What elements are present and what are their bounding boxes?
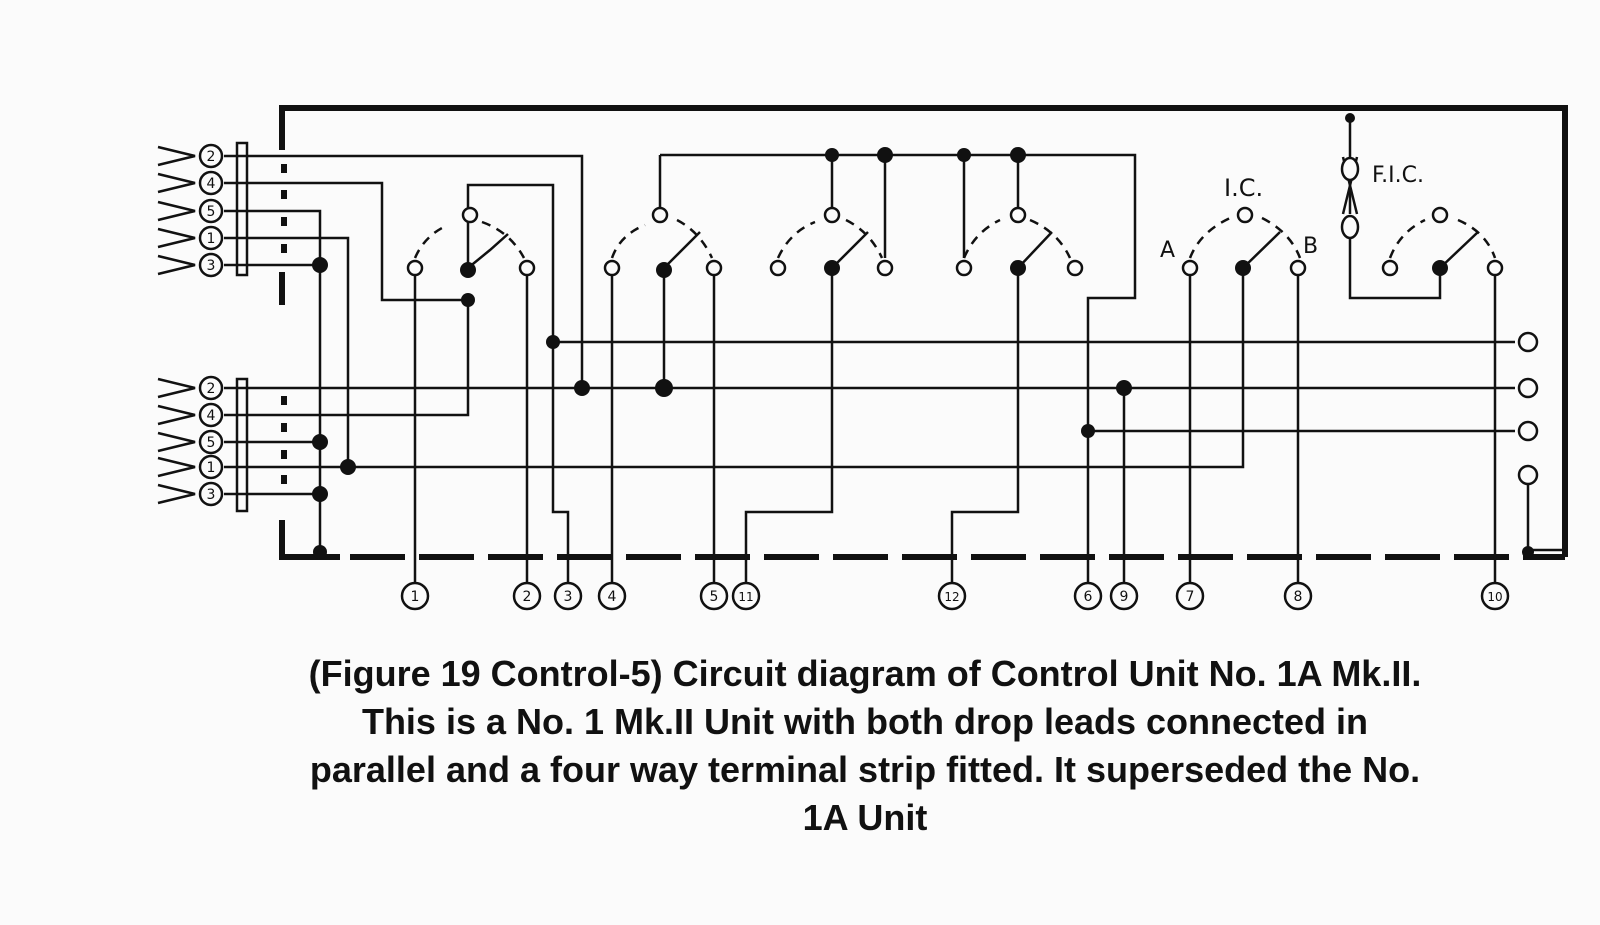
caption-line: 1A Unit — [802, 797, 928, 838]
bottom-terminal-label: 11 — [738, 590, 753, 604]
caption-line: parallel and a four way terminal strip f… — [309, 749, 1421, 790]
upper-terminal-strip — [235, 141, 249, 277]
bottom-terminal-label: 6 — [1084, 589, 1093, 605]
lead-terminal-label: 3 — [207, 258, 216, 274]
bottom-terminal-label: 7 — [1186, 589, 1195, 605]
bottom-terminal-label: 3 — [564, 589, 573, 605]
caption-line: This is a No. 1 Mk.II Unit with both dro… — [361, 701, 1369, 742]
figure-caption: (Figure 19 Control-5) Circuit diagram of… — [160, 650, 1570, 842]
lead-terminal-label: 2 — [207, 149, 216, 165]
bottom-terminal-label: 1 — [411, 589, 420, 605]
lead-terminal-label: 1 — [207, 460, 216, 476]
lower-terminal-strip — [235, 377, 249, 513]
ic-contact-b-label: B — [1303, 234, 1318, 259]
ic-label: I.C. — [1224, 174, 1263, 202]
bottom-terminal-label: 8 — [1294, 589, 1303, 605]
lower-lead-wires — [224, 268, 1515, 496]
fic-label: F.I.C. — [1372, 163, 1424, 188]
bottom-terminal-label: 12 — [944, 590, 959, 604]
ic-contact-a-label: A — [1160, 238, 1175, 263]
bottom-terminal-label: 2 — [523, 589, 532, 605]
lower-lead-terminals: 2 4 5 1 3 — [198, 375, 224, 507]
lead-terminal-label: 4 — [207, 408, 216, 424]
upper-lead-terminals: 2 4 5 1 3 — [198, 143, 224, 278]
bottom-terminal-label: 10 — [1487, 590, 1502, 604]
bottom-terminal-label: 5 — [710, 589, 719, 605]
switch-contacts — [406, 156, 1539, 486]
lead-terminal-label: 4 — [207, 176, 216, 192]
caption-line: (Figure 19 Control-5) Circuit diagram of… — [308, 653, 1422, 694]
switch-wiring — [413, 118, 1565, 595]
junction-dots — [312, 113, 1534, 559]
lead-terminal-label: 3 — [207, 487, 216, 503]
bottom-terminals: 1 2 3 4 5 11 12 6 9 7 8 10 — [400, 581, 1510, 611]
bottom-terminal-label: 9 — [1120, 589, 1129, 605]
lead-terminal-label: 5 — [207, 204, 216, 220]
lead-terminal-label: 2 — [207, 381, 216, 397]
circuit-diagram: 2 4 5 1 3 2 4 5 1 3 — [157, 105, 1568, 611]
lead-terminal-label: 1 — [207, 231, 216, 247]
terminal-blocks — [281, 164, 287, 484]
upper-lead-wires — [224, 154, 584, 557]
lead-terminal-label: 5 — [207, 435, 216, 451]
bottom-terminal-label: 4 — [608, 589, 617, 605]
lead-arrows — [157, 145, 196, 505]
